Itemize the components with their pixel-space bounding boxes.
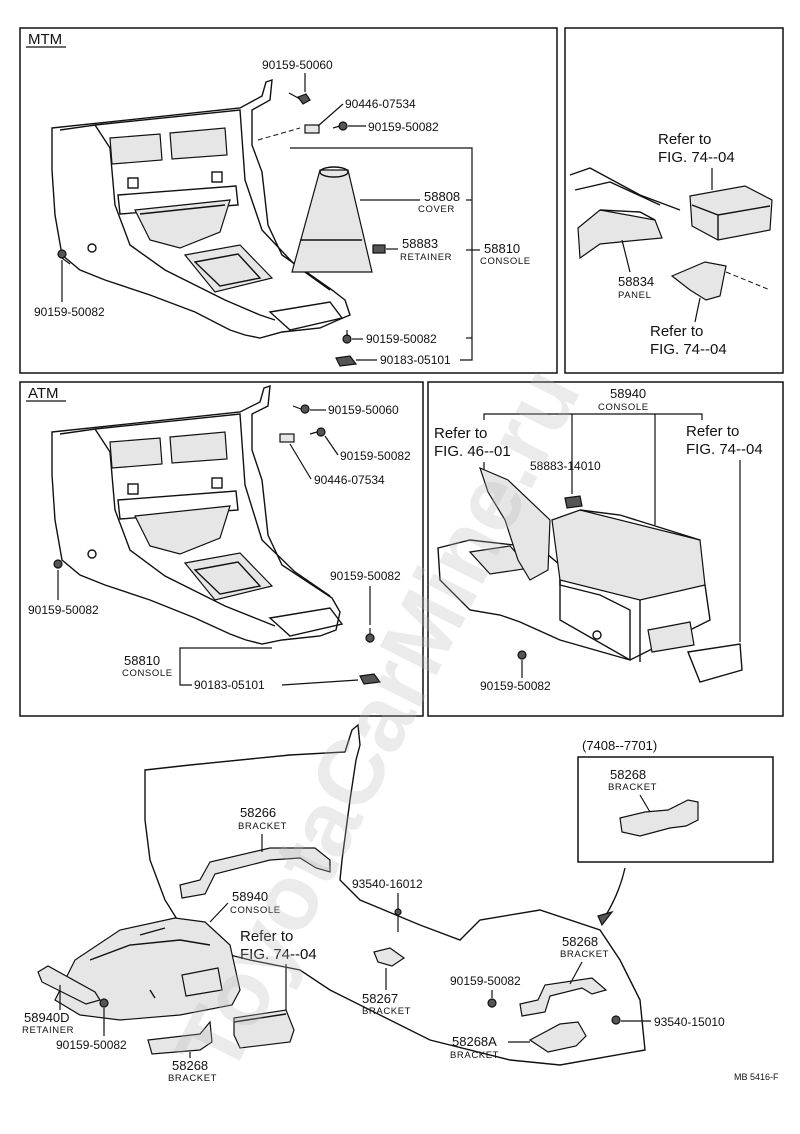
bottom-58266-label: 58266 <box>240 805 276 820</box>
inset-title: (7408--7701) <box>582 738 657 753</box>
bottom-58268A-name: BRACKET <box>450 1050 499 1061</box>
right-mid-panel-frame <box>427 381 784 717</box>
bottom-58266-name: BRACKET <box>238 821 287 832</box>
mtm-58883-label: 58883 <box>402 236 438 251</box>
bottom-ref-line1: Refer to <box>240 928 293 945</box>
atm-90159-50082-left-label: 90159-50082 <box>28 603 99 617</box>
right-top-drawing <box>569 167 773 301</box>
bottom-58940D-name: RETAINER <box>22 1025 74 1036</box>
atm-90159-50082-right-label: 90159-50082 <box>330 569 401 583</box>
inset-arrow-head <box>597 910 614 927</box>
bottom-58940D-label: 58940D <box>24 1010 70 1025</box>
inset-bracket-drawing <box>619 799 699 837</box>
mtm-90159-50060-label: 90159-50060 <box>262 58 333 72</box>
bottom-58940-name: CONSOLE <box>230 905 281 916</box>
bottom-58268-right-name: BRACKET <box>560 949 609 960</box>
bottom-58268-right-label: 58268 <box>562 934 598 949</box>
right-top-58834-label: 58834 <box>618 274 654 289</box>
bottom-58267-label: 58267 <box>362 991 398 1006</box>
shift-boot-cover <box>291 166 373 273</box>
mtm-90159-50082-left-label: 90159-50082 <box>34 305 105 319</box>
bottom-58268-left-label: 58268 <box>172 1058 208 1073</box>
mtm-90183-05101-label: 90183-05101 <box>380 353 451 367</box>
mtm-58808-name: COVER <box>418 204 455 215</box>
atm-fasteners <box>53 404 382 685</box>
console-58940-drawing <box>54 917 241 1021</box>
mtm-90159-50082-bottom-label: 90159-50082 <box>366 332 437 346</box>
bottom-58268A-label: 58268A <box>452 1034 497 1049</box>
atm-90183-05101-label: 90183-05101 <box>194 678 265 692</box>
atm-58810-name: CONSOLE <box>122 668 173 679</box>
mtm-console-drawing <box>51 78 351 339</box>
mtm-title: MTM <box>28 31 62 48</box>
figure-code: MB 5416-F <box>734 1072 779 1082</box>
atm-90446-07534-label: 90446-07534 <box>314 473 385 487</box>
atm-90159-50082-top-label: 90159-50082 <box>340 449 411 463</box>
bracket-58268-right-drawing <box>487 977 621 1025</box>
atm-58810-label: 58810 <box>124 653 160 668</box>
bottom-58940-label: 58940 <box>232 889 268 904</box>
mtm-panel-frame <box>19 27 558 374</box>
mtm-90446-07534-label: 90446-07534 <box>345 97 416 111</box>
bottom-90159-50082-left-label: 90159-50082 <box>56 1038 127 1052</box>
mtm-fasteners <box>57 92 386 367</box>
bottom-90159-50082-right-label: 90159-50082 <box>450 974 521 988</box>
bracket-58268A-drawing <box>528 1021 587 1053</box>
right-top-ref-bottom-line1: Refer to <box>650 323 703 340</box>
atm-console-drawing <box>51 384 344 645</box>
right-mid-58940-name: CONSOLE <box>598 402 649 413</box>
bottom-93540-16012-label: 93540-16012 <box>352 877 423 891</box>
clip-58267-drawing <box>373 908 406 967</box>
right-mid-ref-right-line2: FIG. 74--04 <box>686 441 763 458</box>
atm-panel-frame <box>19 381 424 717</box>
right-mid-ref-left-line2: FIG. 46--01 <box>434 443 511 460</box>
mtm-58883-name: RETAINER <box>400 252 452 263</box>
mtm-58810-name: CONSOLE <box>480 256 531 267</box>
mtm-58808-label: 58808 <box>424 189 460 204</box>
right-top-ref-bottom-line2: FIG. 74--04 <box>650 341 727 358</box>
right-mid-drawing <box>437 466 743 683</box>
inset-panel-frame <box>577 756 774 863</box>
mtm-90159-50082-top-label: 90159-50082 <box>368 120 439 134</box>
right-mid-ref-left-line1: Refer to <box>434 425 487 442</box>
right-mid-90159-50082-label: 90159-50082 <box>480 679 551 693</box>
right-mid-ref-right-line1: Refer to <box>686 423 739 440</box>
bracket-58266-drawing <box>179 847 331 899</box>
right-top-ref-top-line1: Refer to <box>658 131 711 148</box>
right-mid-58940-label: 58940 <box>610 386 646 401</box>
inset-arrow <box>605 867 626 916</box>
bottom-58267-name: BRACKET <box>362 1006 411 1017</box>
right-top-58834-name: PANEL <box>618 290 651 301</box>
inset-58268-name: BRACKET <box>608 782 657 793</box>
bracket-58268-left-drawing <box>147 1020 213 1055</box>
atm-90159-50060-label: 90159-50060 <box>328 403 399 417</box>
bottom-93540-15010-label: 93540-15010 <box>654 1015 725 1029</box>
right-mid-58883-14010-label: 58883-14010 <box>530 459 601 473</box>
bottom-ref-line2: FIG. 74--04 <box>240 946 317 963</box>
retainer-58940D-drawing <box>37 965 109 1008</box>
atm-title: ATM <box>28 385 59 402</box>
right-top-panel-frame <box>564 27 784 374</box>
mtm-58810-label: 58810 <box>484 241 520 256</box>
bottom-58268-left-name: BRACKET <box>168 1073 217 1084</box>
right-top-ref-top-line2: FIG. 74--04 <box>658 149 735 166</box>
inset-58268-label: 58268 <box>610 767 646 782</box>
